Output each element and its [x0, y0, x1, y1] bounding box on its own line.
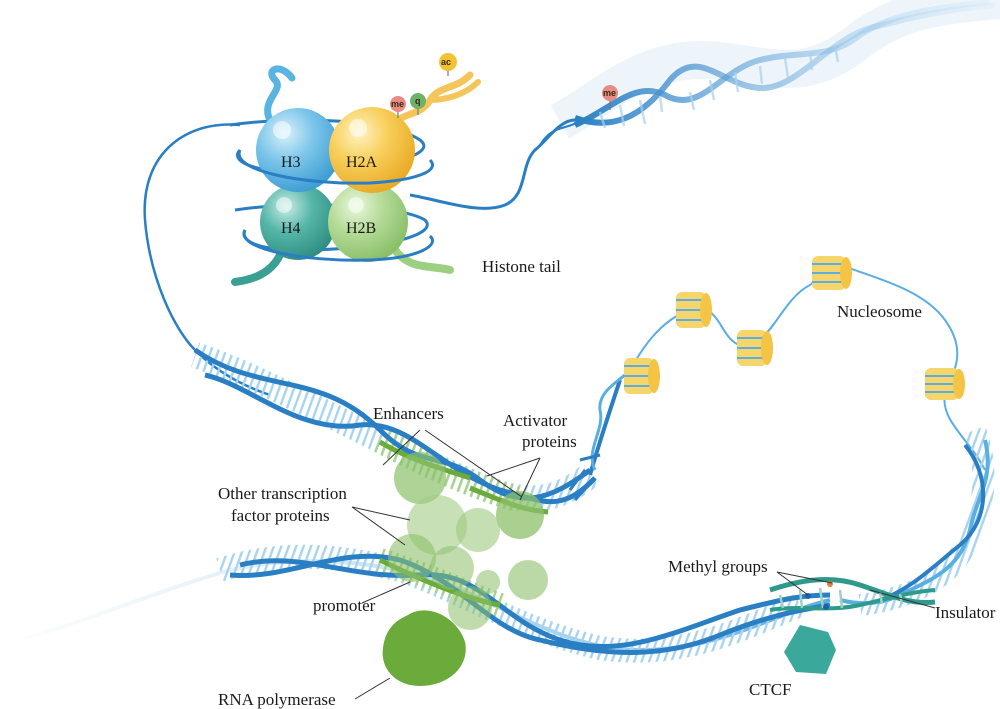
nucleosome-2 [676, 292, 712, 328]
label-other-tf-1: Other transcription [218, 484, 347, 503]
right-dna-helix [839, 426, 995, 616]
label-h2a: H2A [346, 154, 378, 171]
q-mark-icon [410, 93, 426, 109]
label-activator-2: proteins [522, 432, 577, 451]
nucleosome-chain [624, 256, 986, 471]
label-methyl-groups: Methyl groups [668, 557, 768, 576]
label-ctcf: CTCF [749, 680, 792, 699]
nucleosome-3 [737, 330, 773, 366]
tf-protein [388, 534, 436, 582]
methyl-mark-icon [390, 96, 406, 112]
label-insulator: Insulator [935, 603, 996, 622]
tf-protein [456, 508, 500, 552]
activator-protein [496, 491, 544, 539]
label-h3: H3 [281, 154, 301, 171]
rna-polymerase-protein [382, 610, 466, 686]
mark-me-dna: me [603, 88, 616, 98]
transcription-complex [382, 452, 548, 686]
upper-dna-helix [409, 0, 1000, 210]
label-other-tf-2: factor proteins [231, 506, 330, 525]
histone-dna-wrap-front [237, 149, 434, 262]
label-h4: H4 [281, 220, 301, 237]
enhancer-protein [394, 452, 446, 504]
tf-protein [476, 570, 500, 594]
nucleosome-1 [624, 358, 660, 394]
histone-octamer: H3 H2A H4 H2B [256, 107, 415, 262]
methyl-dot-icon [823, 604, 829, 610]
text-labels: Histone tail Nucleosome Enhancers Activa… [218, 257, 996, 709]
callout-lines [351, 429, 936, 700]
label-histone-tail: Histone tail [482, 257, 561, 276]
mark-q: q [415, 96, 421, 106]
histone-marks: me q ac me [390, 53, 618, 118]
label-h2b: H2B [346, 220, 376, 237]
label-enhancers: Enhancers [373, 404, 444, 423]
enhancer-dna-helix [190, 342, 626, 515]
tf-protein [430, 546, 474, 590]
tf-protein [508, 560, 548, 600]
mark-me: me [391, 99, 404, 109]
acetyl-mark-icon [439, 53, 457, 71]
nucleosome-4 [812, 256, 852, 290]
label-nucleosome: Nucleosome [837, 302, 922, 321]
nucleosome-5 [925, 368, 965, 400]
label-activator-1: Activator [503, 411, 568, 430]
ctcf-protein [784, 625, 836, 674]
mark-ac: ac [441, 57, 451, 67]
label-rna-polymerase: RNA polymerase [218, 690, 336, 709]
label-promoter: promoter [313, 596, 376, 615]
histone-h2b [328, 182, 408, 262]
tf-protein [448, 586, 492, 630]
dna-methyl-mark-icon [602, 85, 618, 101]
